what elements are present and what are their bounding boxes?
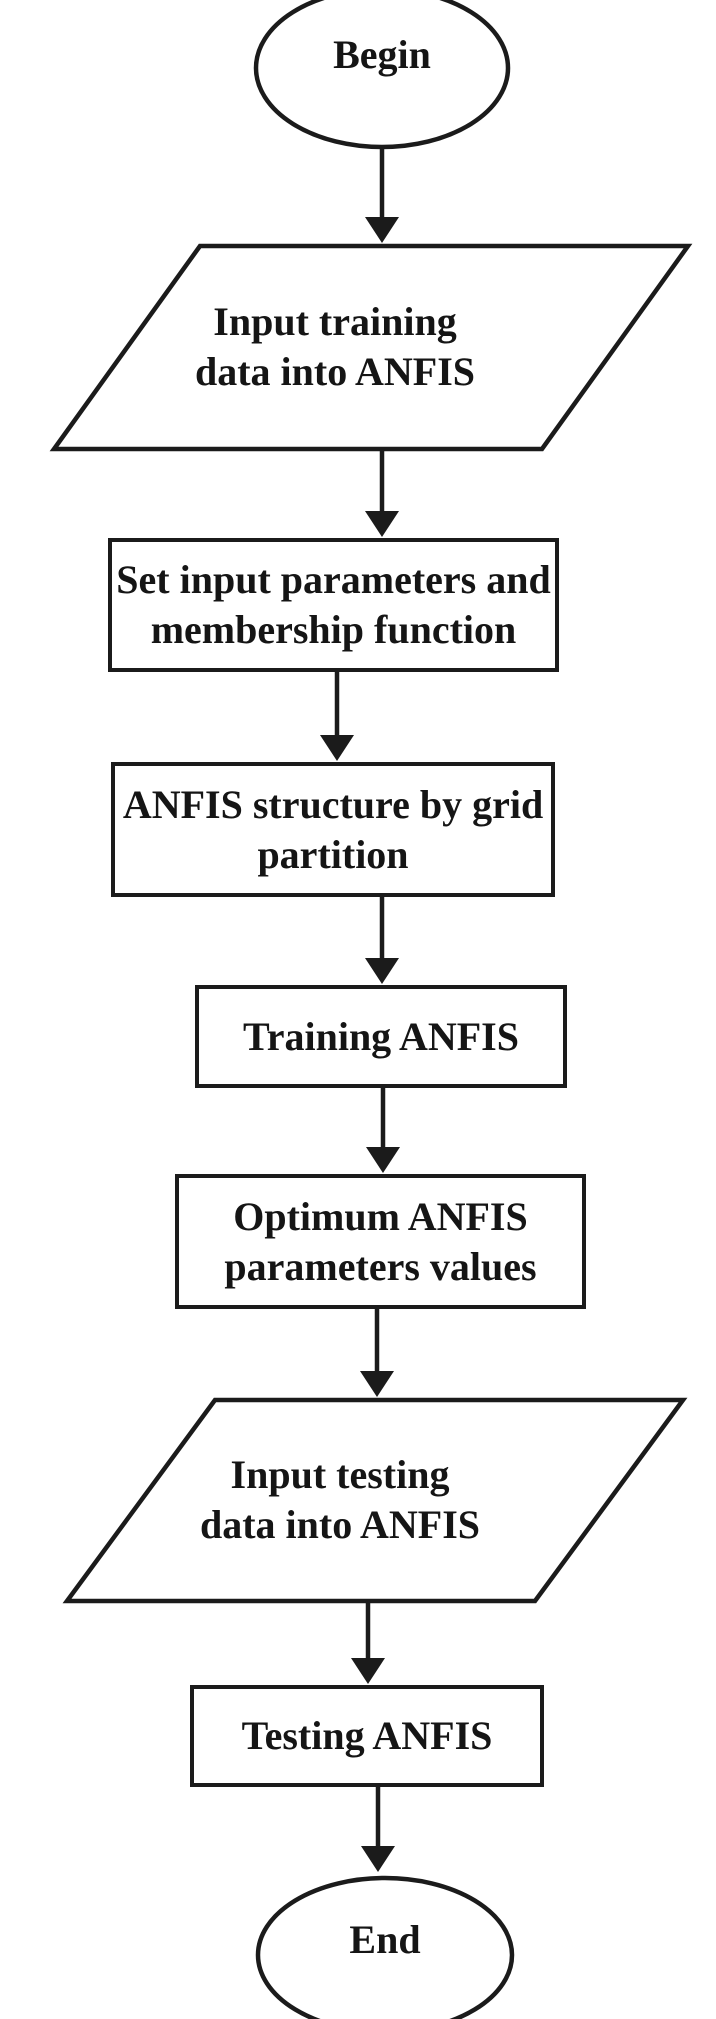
- arrow-training-to-optimum: [366, 1086, 400, 1173]
- arrow-testing-to-end: [361, 1785, 395, 1872]
- arrow-set-parameters-to-anfis-structure: [320, 670, 354, 761]
- anfis-structure-process-shape: [111, 762, 555, 897]
- arrow-input-testing-to-testing: [351, 1601, 385, 1684]
- arrow-anfis-structure-to-training: [365, 895, 399, 984]
- set-parameters-process-shape: [108, 538, 559, 672]
- optimum-parameters-process-shape: [175, 1174, 586, 1309]
- arrow-optimum-to-input-testing: [360, 1307, 394, 1397]
- arrow-input-training-to-set-parameters: [365, 449, 399, 537]
- input-testing-parallelogram-shape: [62, 1397, 688, 1604]
- training-anfis-process-shape: [195, 985, 567, 1088]
- end-terminator-shape: [255, 1875, 515, 2019]
- arrow-begin-to-input-training: [365, 146, 399, 243]
- begin-terminator-shape: [253, 0, 511, 150]
- input-training-parallelogram-shape: [49, 243, 693, 452]
- testing-anfis-process-shape: [190, 1685, 544, 1787]
